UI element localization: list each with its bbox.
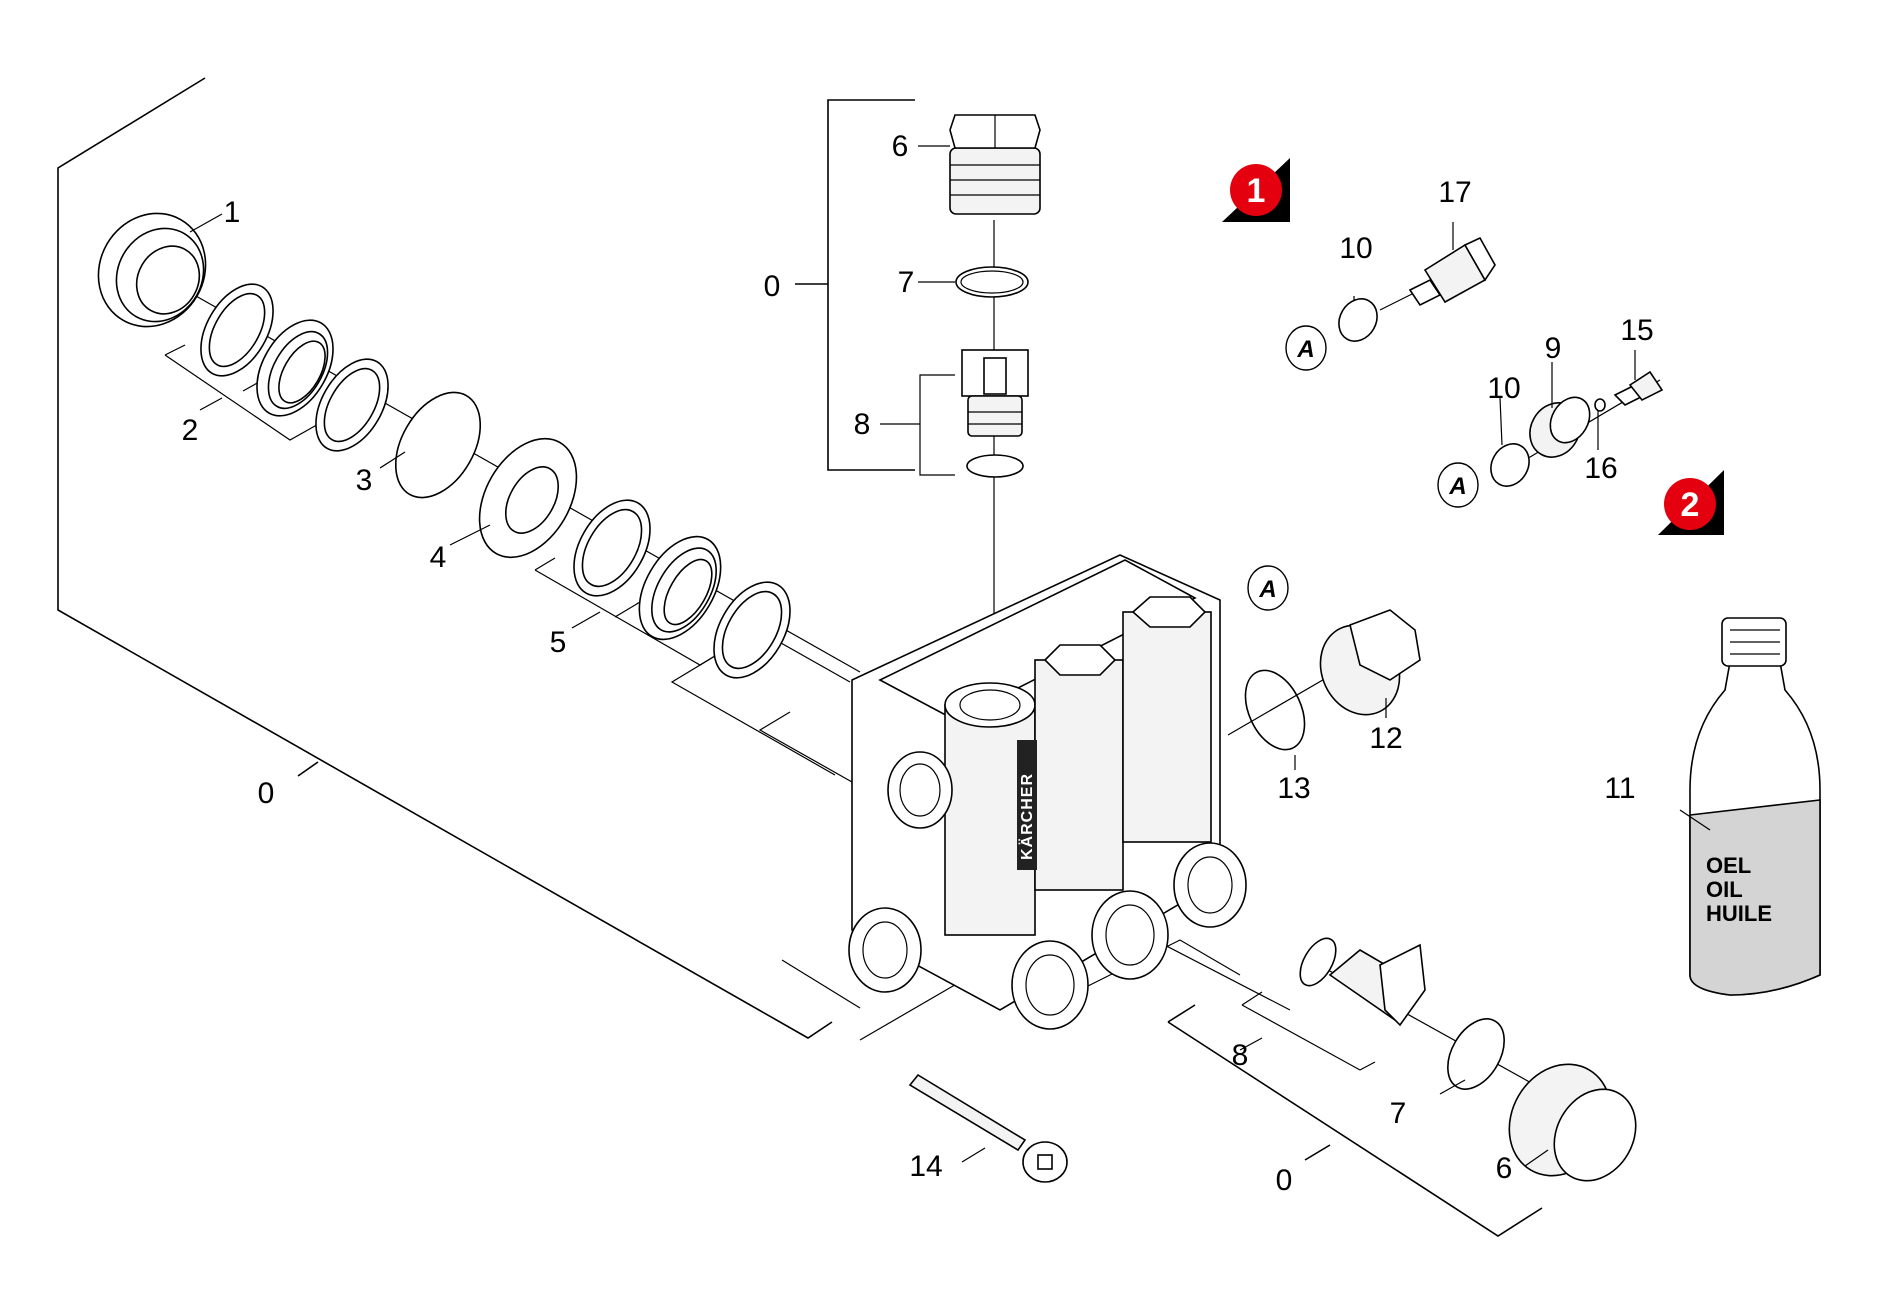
callout-part-6-bottom: 6 <box>1496 1152 1513 1185</box>
pump-housing: KÄRCHER <box>848 554 1247 1030</box>
part-8-valve-top <box>961 349 1029 478</box>
callout-assy-bottom: 0 <box>1276 1164 1293 1197</box>
callout-part-7-bottom: 7 <box>1390 1097 1407 1130</box>
variant-1-group <box>1338 236 1496 342</box>
part-6-plug-bottom <box>1508 1063 1637 1182</box>
part-12-axis <box>1227 669 1341 736</box>
bottle-label-line3: HUILE <box>1706 901 1772 926</box>
callout-part-9: 9 <box>1545 332 1562 365</box>
variant-marker-1-label: 1 <box>1247 172 1266 210</box>
variant-2-group <box>1490 370 1664 487</box>
assembly-bracket-left <box>57 77 833 1039</box>
variant-marker-2-label: 2 <box>1681 486 1700 524</box>
brand-strip <box>1017 740 1037 870</box>
part-5-seal-ring-c <box>713 581 791 679</box>
svg-text:A: A <box>1448 473 1466 500</box>
callout-leaders <box>189 145 1711 1167</box>
assembly-bracket-top <box>795 99 915 471</box>
callout-part-2: 2 <box>182 414 199 447</box>
housing-brand-label: KÄRCHER <box>1018 773 1036 860</box>
assembly-bracket-bottom <box>1167 1004 1543 1237</box>
variant-marker-2: 2 <box>1658 470 1724 535</box>
part-1-groove-ring <box>97 212 207 328</box>
part-7-o-ring-bottom <box>1447 1018 1505 1090</box>
callout-part-17: 17 <box>1438 176 1471 209</box>
part-6-plug-top <box>949 114 1041 215</box>
part-5-seal-ring-b <box>638 535 722 641</box>
part-8-valve-bottom <box>1328 943 1426 1027</box>
variant-marker-1: 1 <box>1222 158 1290 222</box>
callout-part-4: 4 <box>430 541 447 574</box>
part-4-washer <box>478 437 578 559</box>
callout-part-11: 11 <box>1604 772 1635 805</box>
callout-part-8-bottom: 8 <box>1232 1039 1249 1072</box>
svg-text:A: A <box>1258 576 1276 603</box>
callout-part-7-top: 7 <box>898 266 915 299</box>
part-8-bracket-bottom <box>1241 991 1376 1071</box>
bottle-label-line2: OIL <box>1706 877 1743 902</box>
part-12-plug <box>1319 609 1421 716</box>
callout-part-6-top: 6 <box>892 130 909 163</box>
part-11-oil-bottle: OEL OIL HUILE <box>1689 617 1821 996</box>
part-16-washer <box>1594 398 1606 412</box>
callout-part-15: 15 <box>1620 314 1653 347</box>
callout-part-1: 1 <box>224 196 241 229</box>
callout-assy-left: 0 <box>258 777 275 810</box>
callout-part-12: 12 <box>1369 722 1402 755</box>
callout-part-13: 13 <box>1277 772 1310 805</box>
part-15-screw <box>1613 370 1664 406</box>
callout-part-5: 5 <box>550 626 567 659</box>
part-8-bracket-top <box>880 374 955 476</box>
callout-part-10-b: 10 <box>1487 372 1520 405</box>
ref-a-badge-variant-2: A <box>1437 462 1479 508</box>
svg-text:A: A <box>1296 336 1314 363</box>
ref-a-badge-housing: A <box>1247 565 1289 611</box>
callout-part-10-a: 10 <box>1339 232 1372 265</box>
part-5-seal-ring-a <box>573 499 651 597</box>
callout-assy-top: 0 <box>764 270 781 303</box>
part-2-seal-ring-c <box>315 358 389 452</box>
part-7-o-ring-bottom-small <box>1299 937 1337 987</box>
part-2-seal-ring-b <box>256 319 334 417</box>
part-7-o-ring-top <box>955 266 1029 298</box>
bottle-label-line1: OEL <box>1706 853 1751 878</box>
part-17-fitting <box>1408 236 1496 307</box>
callout-part-8-top: 8 <box>854 408 871 441</box>
part-14-screw <box>908 1073 1068 1183</box>
callout-part-16: 16 <box>1584 452 1617 485</box>
callout-part-14: 14 <box>909 1150 942 1183</box>
ref-a-badge-variant-1: A <box>1285 325 1327 371</box>
callout-part-3: 3 <box>356 464 373 497</box>
part-3-o-ring <box>394 391 482 499</box>
part-13-o-ring <box>1244 669 1306 751</box>
part-2-seal-ring-a <box>200 283 274 377</box>
part-9-valve-nut <box>1529 396 1591 458</box>
callout-labels: 0 0 0 1 2 3 4 5 6 7 8 17 10 15 9 10 16 1… <box>182 130 1654 1197</box>
